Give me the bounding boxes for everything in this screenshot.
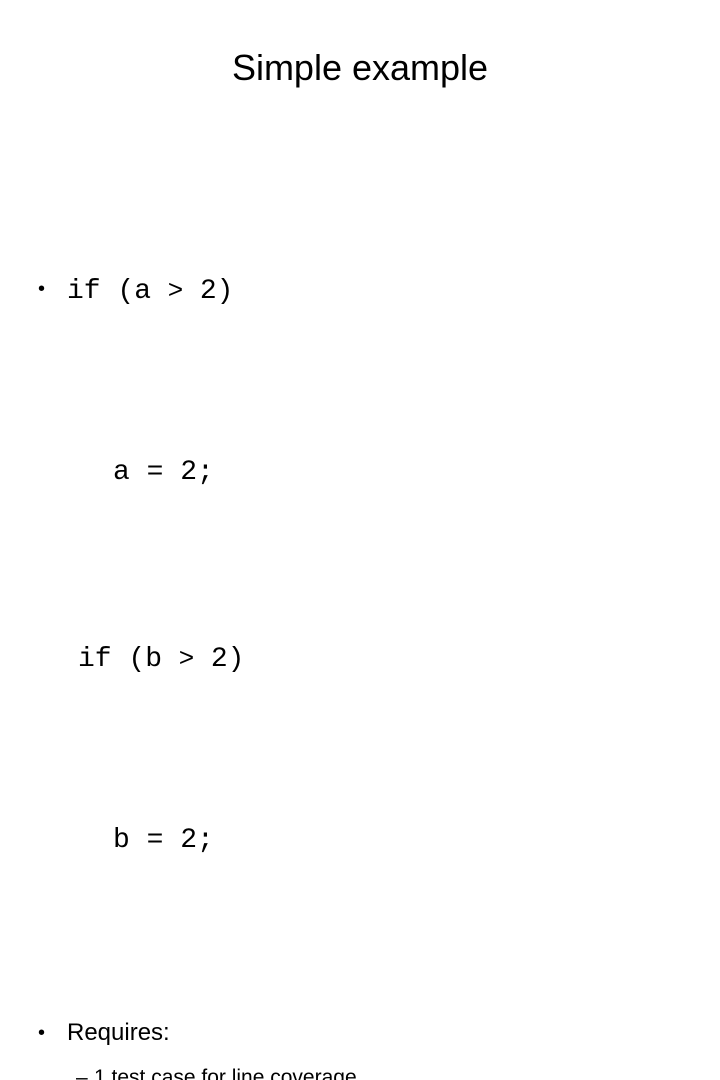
bullet-icon: • xyxy=(38,1022,46,1044)
code-line-text: if (b > 2) xyxy=(78,634,244,683)
list-item: – 1 test case for line coverage xyxy=(0,1058,720,1080)
code-line: if (b > 2) xyxy=(0,634,720,680)
code-snippet: • if (a > 2) a = 2; if (b > 2) b = 2; xyxy=(0,128,720,1002)
requires-bullet: • Requires: xyxy=(0,1014,720,1052)
requirements-list: – 1 test case for line coverage – 2 test… xyxy=(0,1058,720,1080)
code-line-text: b = 2; xyxy=(113,825,214,856)
slide-canvas: Simple example • if (a > 2) a = 2; if (b… xyxy=(38,47,489,1080)
code-line-text: a = 2; xyxy=(113,457,214,488)
page-title: Simple example xyxy=(231,47,489,88)
bullet-icon: • xyxy=(38,278,46,300)
greater-than-icon: > xyxy=(178,642,195,672)
code-line-text: if (a > 2) xyxy=(67,266,233,315)
greater-than-icon: > xyxy=(167,274,184,304)
code-line: b = 2; xyxy=(0,818,720,864)
code-line: a = 2; xyxy=(0,450,720,496)
code-line-prefix: if (b xyxy=(78,644,179,675)
dash-icon: – xyxy=(76,1066,88,1080)
list-item-label: 1 test case for line coverage xyxy=(94,1066,357,1080)
slide-body: • if (a > 2) a = 2; if (b > 2) b = 2; • … xyxy=(0,128,720,1080)
code-line: • if (a > 2) xyxy=(0,266,720,312)
code-line-suffix: 2) xyxy=(183,276,234,307)
code-line-suffix: 2) xyxy=(194,644,245,675)
code-line-prefix: if (a xyxy=(67,276,168,307)
requires-label: Requires: xyxy=(67,1019,170,1046)
